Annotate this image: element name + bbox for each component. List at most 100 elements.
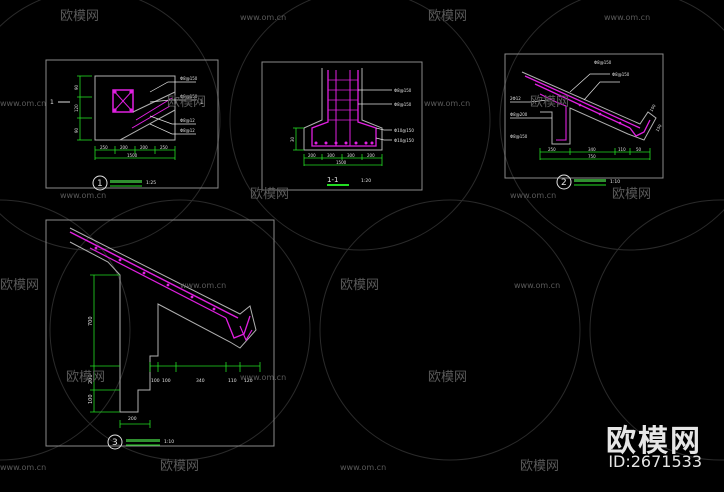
panel-4-rebar-bottom xyxy=(89,247,227,319)
watermark-brand: 欧模网 xyxy=(160,459,199,474)
panel-2-title-scale: 1:20 xyxy=(361,178,371,184)
panel-4-dim-bottom: 340 xyxy=(196,378,205,384)
watermark-site: www.om.cn xyxy=(604,13,650,22)
watermark-brand: 欧模网 xyxy=(60,9,99,24)
panel-2-stirrups xyxy=(328,79,358,121)
panel-1-dim-left: 90 xyxy=(74,84,79,90)
panel-2-leader xyxy=(375,127,392,131)
panel-3-rebar-end xyxy=(629,119,651,137)
panel-1-stair-edge xyxy=(132,91,176,113)
watermark-brand: 欧模网 xyxy=(520,459,559,474)
panel-3-leader xyxy=(510,99,549,103)
panel-1-title-circle xyxy=(92,175,108,191)
panel-3-dim-bottom: 50 xyxy=(636,147,642,152)
watermark-site: www.om.cn xyxy=(514,281,560,290)
watermark-site: www.om.cn xyxy=(240,13,286,22)
panel-1-slab-outline xyxy=(94,75,176,141)
panel-2-concrete-outline xyxy=(303,68,383,151)
panel-4-dim-bottom: 100 xyxy=(162,378,171,384)
panel-2-frame xyxy=(261,61,423,191)
panel-1-dim-total: 1500 xyxy=(127,153,138,158)
panel-1-rebar-diagonal xyxy=(112,89,134,113)
panel-2-bottom-bars xyxy=(314,141,374,145)
panel-3-frame xyxy=(504,53,664,179)
panel-3-rebar-top xyxy=(524,75,641,129)
panel-1-plan-view: Φ8@150 Φ8@150 Φ8@12 Φ8@12 1 1 90 120 90 xyxy=(45,59,219,191)
panel-4-dim-left: 700 xyxy=(88,316,94,326)
panel-1-leader xyxy=(149,123,196,135)
panel-1-rebar-label: Φ8@12 xyxy=(180,128,195,133)
watermark-site: www.om.cn xyxy=(340,463,386,472)
panel-1-dims-bottom xyxy=(94,146,176,160)
panel-2-dim-bottom: 300 xyxy=(347,153,355,158)
panel-2-title: 1-1 xyxy=(327,176,338,184)
panel-3-title-scale: 1:10 xyxy=(610,179,620,185)
panel-1-title-scale: 1:25 xyxy=(146,180,156,186)
panel-4-title-bar xyxy=(126,439,160,442)
watermark-site: www.om.cn xyxy=(240,373,286,382)
panel-1-column xyxy=(112,89,134,113)
panel-2-section-1-1: Φ8@150 Φ8@150 Φ10@150 Φ10@150 30 200 300… xyxy=(261,61,423,191)
panel-3-dim-right: 150 xyxy=(655,123,663,133)
panel-1-dim-bottom: 200 xyxy=(140,145,148,150)
panel-1-section-label: 1 xyxy=(200,99,204,106)
panel-1-frame xyxy=(45,59,219,189)
panel-3-rebar-label: Φ8@150 xyxy=(594,60,612,65)
panel-4-title-scale: 1:10 xyxy=(164,439,174,445)
panel-3-rebar-label: Φ8@150 xyxy=(510,134,528,139)
panel-1-title-number: 1 xyxy=(97,179,103,189)
panel-4-bar-dots xyxy=(94,246,216,311)
panel-4-rebar-hook xyxy=(239,325,253,342)
panel-1-rebar-label: Φ8@150 xyxy=(180,76,198,81)
panel-2-leader xyxy=(375,137,392,141)
watermark-site: www.om.cn xyxy=(0,99,46,108)
panel-2-rebar-outline xyxy=(311,70,377,147)
watermark-site: www.om.cn xyxy=(180,281,226,290)
panel-1-dim-left: 120 xyxy=(74,104,79,112)
panel-4-concrete-outline xyxy=(69,227,257,413)
watermark-brand: 欧模网 xyxy=(0,278,39,293)
panel-1-leader xyxy=(149,99,196,103)
panel-4-title-number: 3 xyxy=(112,438,118,448)
panel-2-title-bar xyxy=(327,184,349,186)
watermark-brand: 欧模网 xyxy=(66,370,105,385)
panel-1-stair-edge xyxy=(119,109,176,141)
panel-1-rebar-line xyxy=(131,105,171,129)
panel-3-rebar-label: 2Φ12 xyxy=(510,96,521,101)
watermark-site: www.om.cn xyxy=(60,191,106,200)
panel-1-rebar-label: Φ8@12 xyxy=(180,118,195,123)
panel-3-title-bar xyxy=(574,179,606,182)
brand-logo-text: 欧模网 xyxy=(606,424,702,459)
panel-3-dim-right: 100 xyxy=(649,103,657,113)
panel-1-dim-bottom: 200 xyxy=(120,145,128,150)
panel-4-dims-left xyxy=(90,274,120,413)
watermark-brand: 欧模网 xyxy=(530,95,569,110)
panel-2-dim-total: 1500 xyxy=(336,160,347,165)
panel-4-rebar-top xyxy=(69,231,239,319)
panel-3-dims-bottom xyxy=(539,148,651,160)
watermark-texts: 欧模网 www.om.cn 欧模网 www.om.cn www.om.cn 欧模… xyxy=(0,9,651,474)
panel-4-dim-total: 200 xyxy=(128,416,137,422)
panel-4-dims-bottom xyxy=(119,362,261,428)
panel-2-dim-left: 30 xyxy=(290,136,295,142)
panel-3-stair-outline xyxy=(521,71,657,145)
watermark-pattern xyxy=(0,0,724,461)
panel-2-rebar-label: Φ8@150 xyxy=(394,88,412,93)
panel-4-stair-section-large: 700 200 100 100 100 340 110 120 200 3 1:… xyxy=(45,219,275,450)
panel-1-rebar-line xyxy=(135,97,173,121)
panel-3-title-number: 2 xyxy=(561,178,567,188)
panel-1-dims-left xyxy=(77,75,92,141)
watermark-brand: 欧模网 xyxy=(428,9,467,24)
watermark-site: www.om.cn xyxy=(0,463,46,472)
panel-4-dim-bottom: 110 xyxy=(228,378,237,384)
panel-1-dim-left: 90 xyxy=(74,127,79,133)
panel-3-leader xyxy=(569,73,610,93)
panel-2-dim-bottom: 200 xyxy=(367,153,375,158)
watermark-brand: 欧模网 xyxy=(428,370,467,385)
panel-3-rebar-label: Φ8@200 xyxy=(510,112,528,117)
panel-3-title-circle xyxy=(556,174,572,190)
watermark-site: www.om.cn xyxy=(424,99,470,108)
panel-4-dim-left: 100 xyxy=(88,394,94,404)
panel-3-dim-total: 750 xyxy=(588,154,596,159)
